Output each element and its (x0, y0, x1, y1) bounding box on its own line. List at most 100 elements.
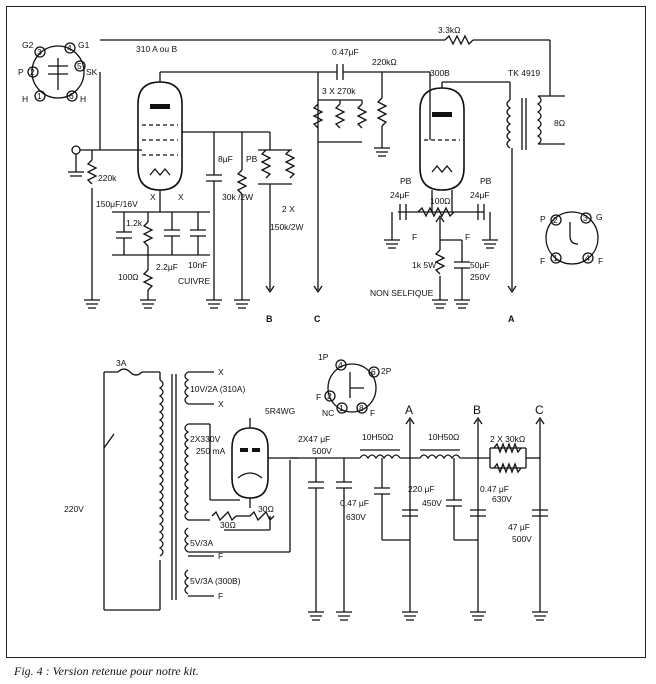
power-supply-section: 3A 220V X X 10V/2A (310A) 2X330V 250 mA … (64, 352, 548, 621)
rect-pin-1: 1 (339, 403, 344, 413)
r30a-label: 30Ω (220, 520, 236, 530)
r30b-label: 30Ω (258, 504, 274, 514)
pin-label-p: P (18, 67, 24, 77)
r-30k-label: 30k /2W (222, 192, 253, 202)
c-047-l-label: 0.47 μF (340, 498, 369, 508)
f1-label: F (218, 551, 223, 561)
out-impedance-label: 8Ω (554, 118, 565, 128)
pin2-label-g: G (596, 212, 603, 222)
pb-label-3: PB (480, 176, 492, 186)
r-100-label: 100Ω (430, 196, 451, 206)
c-220-label: 220 μF (408, 484, 435, 494)
pin-label-sk: SK (86, 67, 98, 77)
tx-name: TK 4919 (508, 68, 540, 78)
rect-pin-1p: 1P (318, 352, 329, 362)
c-500v-label: 500V (312, 446, 332, 456)
w3-label: 250 mA (196, 446, 226, 456)
w5-label: 5V/3A (300B) (190, 576, 241, 586)
c-10nf-label: 10nF (188, 260, 207, 270)
c-24-right-label: 24μF (470, 190, 490, 200)
label-f2: F (465, 232, 470, 242)
r-2x30k-label: 2 X 30kΩ (490, 434, 525, 444)
r-3x270k-label: 3 X 270k (322, 86, 356, 96)
pin-number-1: 1 (37, 91, 42, 101)
r-220k-top-label: 220kΩ (372, 57, 397, 67)
c-50uf-label: 50μF (470, 260, 490, 270)
c-2x47-label: 2X47 μF (298, 434, 330, 444)
pin2-number-4: 4 (585, 253, 590, 263)
pin-label-h1: H (22, 94, 28, 104)
c-22-label: 2.2μF (156, 262, 178, 272)
r-1k-label: 1k 5W (412, 260, 436, 270)
figure-caption: Fig. 4 : Version retenue pour notre kit. (14, 664, 199, 678)
c-450-label: 450V (422, 498, 442, 508)
pin-number-4: 4 (67, 43, 72, 53)
pin2-label-f1: F (540, 256, 545, 266)
x2-label: X (218, 399, 224, 409)
x1-label: X (218, 367, 224, 377)
pin-label-h2: H (80, 94, 86, 104)
schematic: G2 3 4 G1 P 2 5 SK H 1 6 H 3.3kΩ 310 A o… (18, 25, 603, 621)
pin-number-6: 6 (69, 91, 74, 101)
tube2-name: 300B (430, 68, 450, 78)
c-250v-label: 250V (470, 272, 490, 282)
figure-frame (6, 6, 646, 658)
rect-pin-f: F (316, 392, 321, 402)
pb-label-2: PB (400, 176, 412, 186)
w4-label: 5V/3A (190, 538, 213, 548)
rect-pin-2: 2 (327, 391, 332, 401)
label-f1: F (412, 232, 417, 242)
c-cathode-label: 150μF/16V (96, 199, 138, 209)
r-2x-label: 2 X (282, 204, 295, 214)
node-b-top: B (266, 314, 273, 324)
w2-label: 2X330V (190, 434, 221, 444)
amplifier-section: G2 3 4 G1 P 2 5 SK H 1 6 H 3.3kΩ 310 A o… (18, 25, 603, 324)
r-cathode-label: 1.2k (126, 218, 143, 228)
rect-pin-2p: 2P (381, 366, 392, 376)
w1-label: 10V/2A (310A) (190, 384, 245, 394)
c-47-label: 47 μF (508, 522, 530, 532)
l1-label: 10H50Ω (362, 432, 393, 442)
c-630-r-label: 630V (492, 494, 512, 504)
node-c-top: C (314, 314, 321, 324)
pin-number-5: 5 (77, 61, 82, 71)
tube1-name: 310 A ou B (136, 44, 177, 54)
rect-pin-6: 6 (371, 367, 376, 377)
pin-number-2: 2 (30, 67, 35, 77)
node-a-top: A (508, 314, 515, 324)
label-x1: X (150, 192, 156, 202)
feedback-resistor-label: 3.3kΩ (438, 25, 460, 35)
pin-number-3: 3 (37, 47, 42, 57)
pin2-label-f2: F (598, 256, 603, 266)
pin-label-g2: G2 (22, 40, 34, 50)
rectifier-pinout: 1P 4 6 2P F 2 NC 1 8 F (316, 352, 392, 418)
pin-label-g1: G1 (78, 40, 90, 50)
label-x2: X (178, 192, 184, 202)
non-selfique-label: NON SELFIQUE (370, 288, 434, 298)
tube1-symbol (137, 81, 183, 191)
rect-pin-8: 8 (359, 403, 364, 413)
pin2-number-1: 1 (553, 253, 558, 263)
cuivre-label: CUIVRE (178, 276, 210, 286)
rect-pin-4: 4 (338, 360, 343, 370)
node-c-psu: C (535, 403, 544, 417)
tube2-symbol (419, 87, 465, 191)
pin2-number-3: 3 (583, 213, 588, 223)
rect-pin-nc: NC (322, 408, 334, 418)
c-047-r-label: 0.47 μF (480, 484, 509, 494)
f2-label: F (218, 591, 223, 601)
pb-label-1: PB (246, 154, 258, 164)
r-grid-in-label: 220k (98, 173, 117, 183)
rect-pin-f2: F (370, 408, 375, 418)
mains-label: 220V (64, 504, 84, 514)
node-b-psu: B (473, 403, 481, 417)
r-100-left-label: 100Ω (118, 272, 139, 282)
c-24-left-label: 24μF (390, 190, 410, 200)
fuse-label: 3A (116, 358, 127, 368)
pin2-number-2: 2 (553, 215, 558, 225)
c-500v2-label: 500V (512, 534, 532, 544)
node-a-psu: A (405, 403, 413, 417)
rectifier-tube (231, 427, 269, 499)
rect-name: 5R4WG (265, 406, 295, 416)
tube1-pinout: G2 3 4 G1 P 2 5 SK H 1 6 H (18, 40, 98, 104)
